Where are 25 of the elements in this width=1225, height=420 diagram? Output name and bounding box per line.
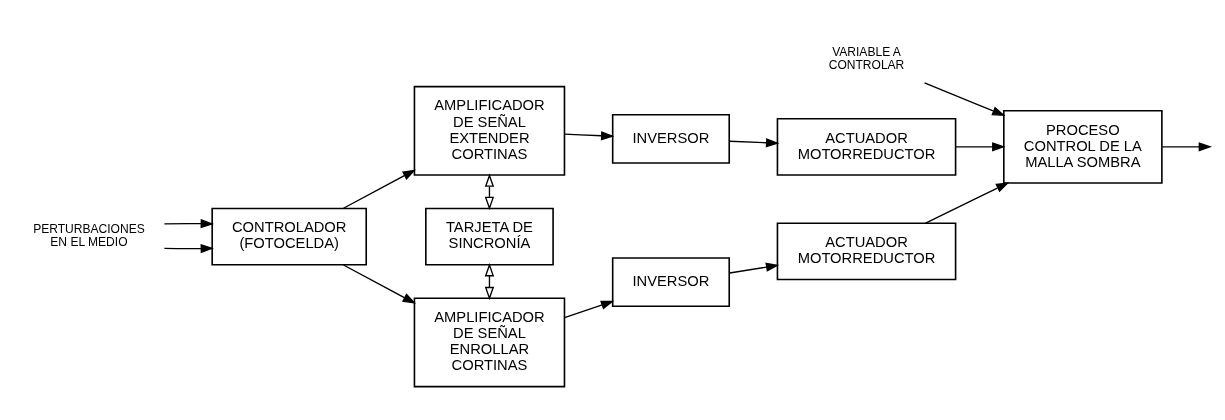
node-box: INVERSOR [611,256,731,307]
node-box: INVERSOR [611,113,731,164]
node-text: VARIABLE A CONTROLAR [828,44,905,72]
arrow [955,141,1006,152]
arrow [484,262,495,300]
node-box: ACTUADOR MOTORREDUCTOR [776,117,957,176]
node-box: TARJETA DE SINCRONÍA [425,207,554,266]
arrow [923,81,1006,116]
node-box: ACTUADOR MOTORREDUCTOR [776,221,957,280]
arrow [925,181,1010,224]
arrow [728,137,780,147]
node-text: PERTURBACIONES EN EL MEDIO [33,221,145,249]
arrow [342,168,416,209]
arrow [563,130,615,140]
arrow [163,218,214,228]
arrow [484,172,495,210]
node-box: AMPLIFICADOR DE SEÑAL ENROLLAR CORTINAS [413,296,566,387]
arrow [563,300,615,318]
arrow [728,262,780,274]
arrow [342,263,416,304]
arrow [163,243,214,253]
node-box: AMPLIFICADOR DE SEÑAL EXTENDER CORTINAS [413,85,566,176]
node-box: CONTROLADOR (FOTOCELDA) [211,207,368,266]
arrow [1161,141,1213,152]
node-box: PROCESO CONTROL DE LA MALLA SOMBRA [1003,109,1163,184]
